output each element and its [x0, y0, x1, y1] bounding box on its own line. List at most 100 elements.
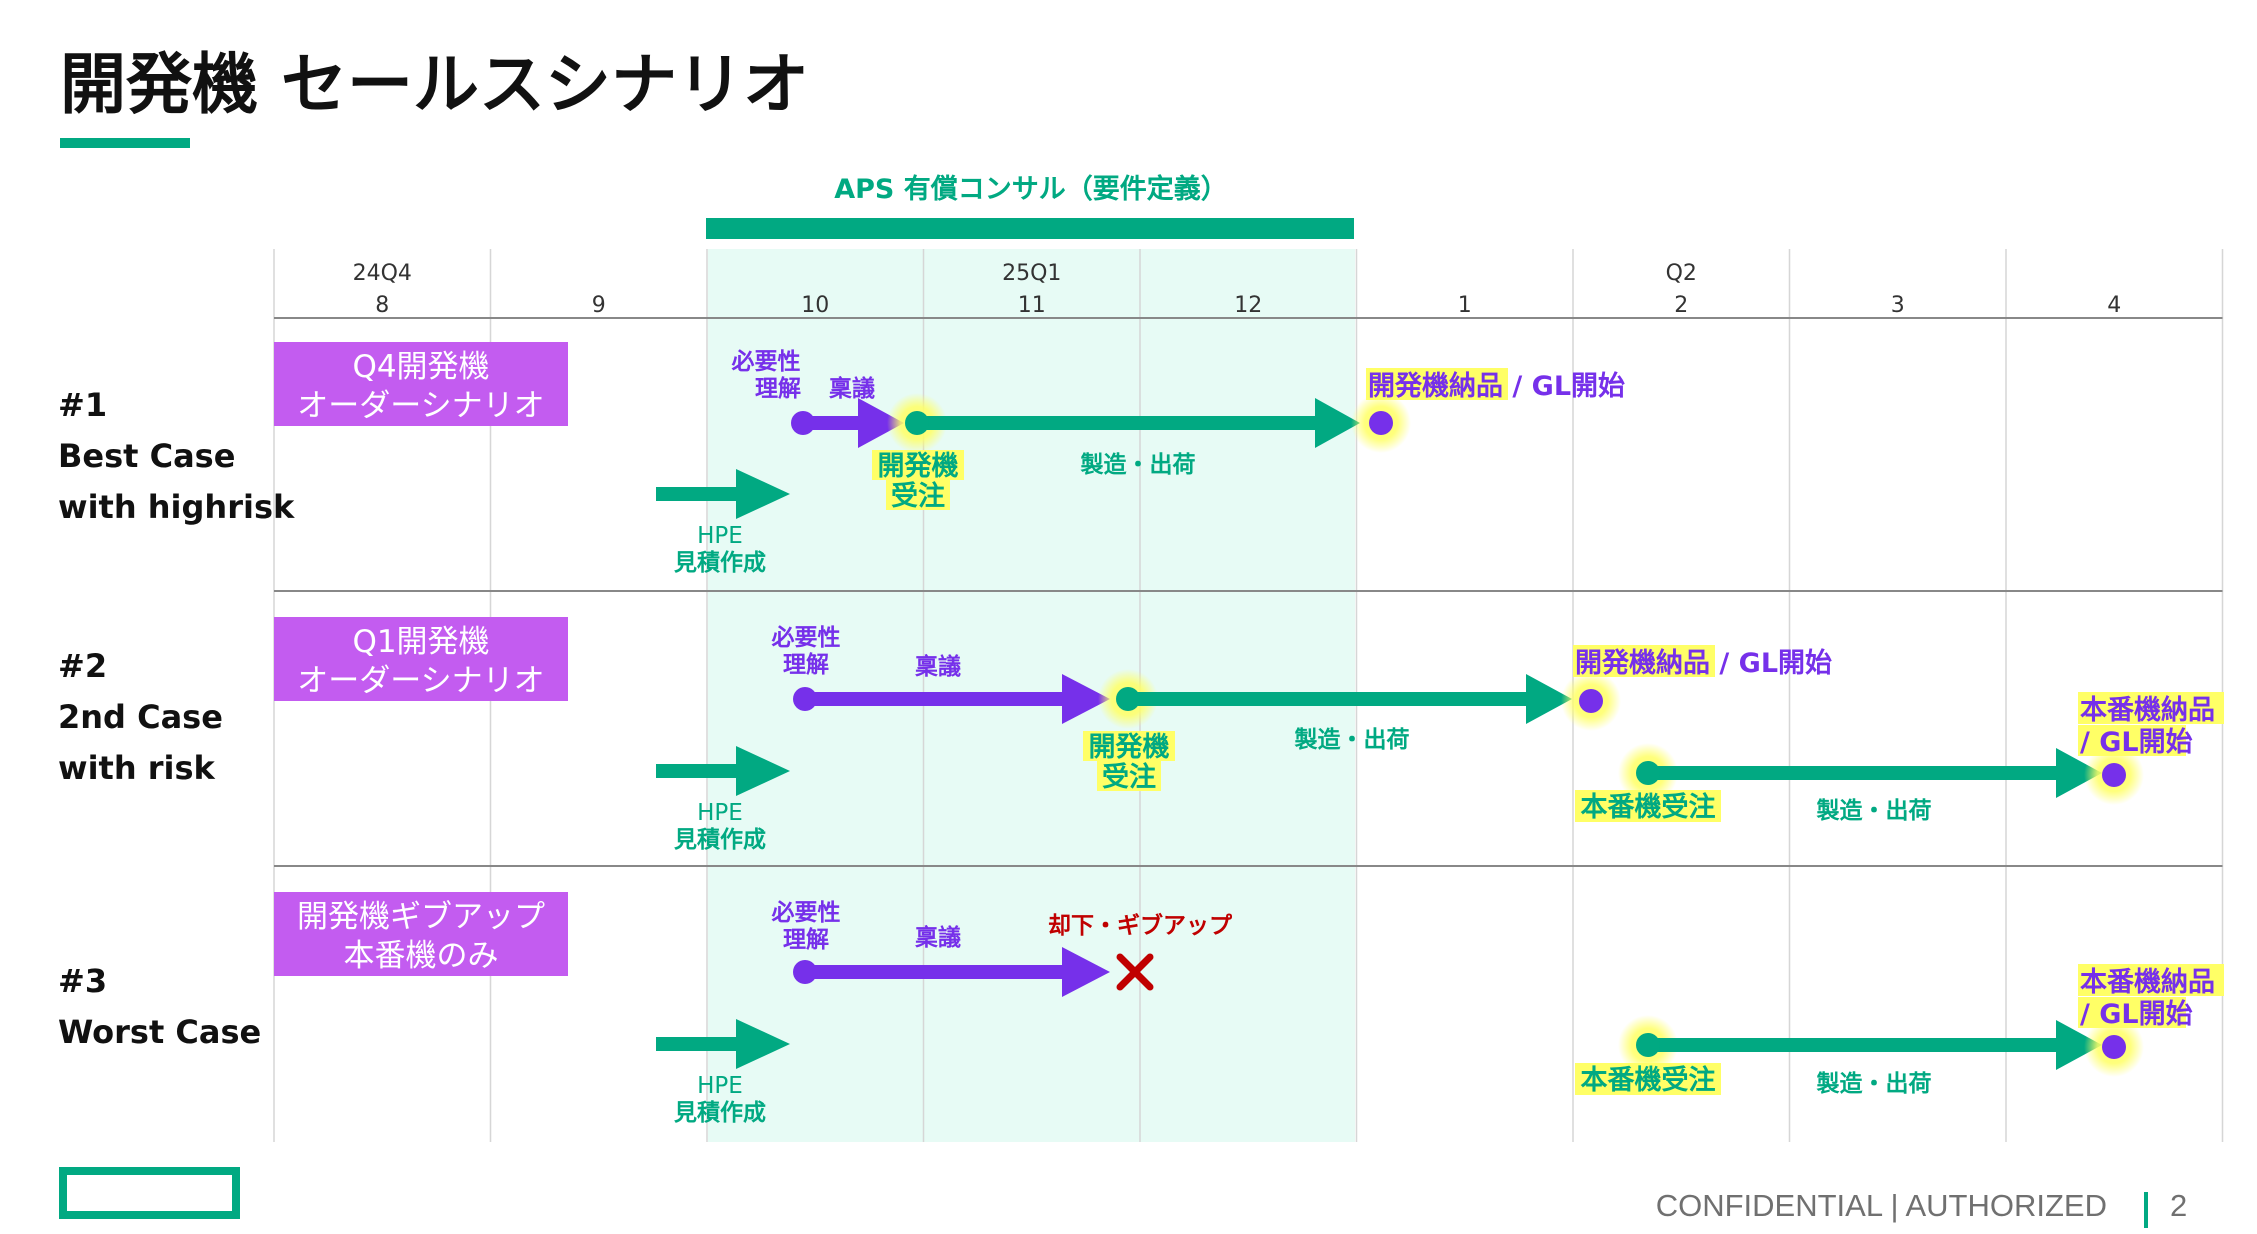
scenario-1-order-line1: 開発機	[878, 451, 959, 482]
scenario-2-hpe-line2: 見積作成	[674, 827, 766, 853]
title-underline	[60, 138, 190, 148]
scenario-2-prod-delivery-line2: / GL開始	[2080, 726, 2193, 758]
month-label: 1	[1458, 293, 1472, 318]
scenario-2-name-line1: 2nd Case	[58, 698, 223, 736]
scenario-3-prod-order-highlight	[1575, 1063, 1721, 1095]
scenario-3-need-line1: 必要性	[772, 899, 841, 926]
scenario-2-need-dot	[793, 687, 817, 711]
scenario-3-prod-delivery-dot	[2102, 1035, 2126, 1059]
hpe-logo	[59, 1167, 240, 1219]
scenario-1-tag-line1: Q4開発機	[352, 349, 489, 385]
scenario-1: #1 Best Case with highrisk Q4開発機 オーダーシナリ…	[58, 342, 1625, 576]
scenario-1-order-highlight-1	[872, 450, 964, 480]
month-label: 9	[592, 293, 606, 318]
scenario-2-prod-delivery-highlight-2	[2078, 725, 2186, 756]
scenario-2-order-highlight-1	[1083, 731, 1175, 761]
scenario-2-delivery-rest: / GL開始	[1710, 647, 1832, 679]
scenario-2-delivery-dot	[1579, 689, 1603, 713]
scenario-2-order-dot	[1116, 687, 1140, 711]
scenario-1-mfg-arrow-shaft	[917, 416, 1319, 430]
month-label: 8	[375, 293, 389, 318]
scenario-2-delivery-highlight	[1573, 645, 1715, 677]
scenario-3-prod-delivery-line2: / GL開始	[2080, 998, 2193, 1030]
consult-label: APS 有償コンサル（要件定義）	[834, 173, 1228, 205]
scenario-3-hpe-arrow-shaft	[656, 1037, 736, 1051]
quarter-label: 25Q1	[1002, 261, 1061, 286]
scenario-2-ringi: 稟議	[915, 653, 961, 680]
scenario-1-delivery-highlight	[1366, 368, 1508, 400]
footer-separator	[2144, 1192, 2148, 1228]
scenario-1-name-line2: with highrisk	[58, 488, 295, 526]
consult-bar	[706, 218, 1354, 239]
scenario-3-ringi: 稟議	[915, 924, 961, 951]
scenario-3-tag-line1: 開発機ギブアップ	[297, 899, 545, 935]
footer-confidential: CONFIDENTIAL | AUTHORIZED	[1655, 1188, 2107, 1223]
scenario-3-prod-delivery-highlight-1	[2078, 964, 2224, 996]
scenario-2-prod-delivery-dot	[2102, 763, 2126, 787]
scenario-2-prod-order-highlight	[1575, 790, 1721, 822]
scenario-3-prod-delivery-line1: 本番機納品	[2080, 966, 2215, 998]
month-label: 4	[2107, 293, 2121, 318]
month-label: 11	[1018, 293, 1046, 318]
scenario-2-hpe-arrow-head	[736, 746, 790, 796]
page-number: 2	[2170, 1188, 2188, 1223]
scenario-1-ringi-arrow-shaft	[805, 416, 860, 430]
month-label: 2	[1674, 293, 1688, 318]
scenario-1-hpe-arrow-head	[736, 469, 790, 519]
quarter-label: 24Q4	[353, 261, 412, 286]
scenario-2-order-highlight-2	[1097, 761, 1161, 791]
scenario-3-tag-line2: 本番機のみ	[344, 938, 499, 974]
month-label: 12	[1234, 293, 1262, 318]
scenario-3-prod-mfg: 製造・出荷	[1816, 1070, 1932, 1097]
scenario-1-need-dot	[791, 411, 815, 435]
scenario-2-prod-mfg: 製造・出荷	[1816, 797, 1932, 824]
scenario-2: #2 2nd Case with risk Q1開発機 オーダーシナリオ HPE…	[58, 617, 2224, 853]
scenario-3-reject: 却下・ギブアップ	[1048, 912, 1233, 939]
month-label: 10	[801, 293, 829, 318]
scenario-2-hpe-line1: HPE	[697, 800, 743, 826]
scenario-3-hpe-arrow-head	[736, 1019, 790, 1069]
scenario-2-tag-line1: Q1開発機	[352, 624, 489, 660]
scenario-1-need-line1: 必要性	[732, 348, 801, 375]
scenario-3-prod-order-dot	[1636, 1033, 1660, 1057]
scenario-1-order-dot	[905, 411, 929, 435]
scenario-2-ringi-arrow-head	[1062, 674, 1110, 724]
scenario-1-need-line2: 理解	[755, 375, 801, 402]
scenario-3-need-line2: 理解	[783, 926, 829, 953]
scenario-3-ringi-arrow-head	[1062, 947, 1110, 997]
scenario-2-order-line2: 受注	[1102, 761, 1156, 793]
scenario-2-mfg-arrow-head	[1526, 674, 1572, 724]
scenario-1-ringi-arrow-head	[858, 398, 904, 448]
scenario-2-prod-delivery-highlight-1	[2078, 692, 2224, 724]
scenario-2-mfg-arrow-shaft	[1128, 692, 1530, 706]
scenario-1-delivery-dot	[1369, 411, 1393, 435]
scenario-3-prod-order: 本番機受注	[1581, 1064, 1716, 1096]
scenario-3-prod-delivery-highlight-2	[2078, 997, 2186, 1028]
quarter-label: Q2	[1666, 261, 1697, 286]
scenario-3-hpe-line2: 見積作成	[674, 1100, 766, 1126]
scenario-1-order-highlight-2	[886, 480, 950, 510]
scenario-2-ringi-arrow-shaft	[805, 692, 1065, 706]
scenario-2-id: #2	[58, 647, 107, 685]
scenario-3-name-line1: Worst Case	[58, 1013, 261, 1051]
scenario-1-delivery: 開発機納品 / GL開始	[1368, 370, 1625, 402]
scenario-1-name-line1: Best Case	[58, 437, 235, 475]
scenario-2-hpe-arrow-shaft	[656, 764, 736, 778]
scenario-2-mfg: 製造・出荷	[1294, 726, 1410, 753]
scenario-3-tag	[274, 892, 568, 976]
scenario-2-tag-line2: オーダーシナリオ	[297, 663, 544, 699]
scenario-2-prod-delivery-line1: 本番機納品	[2080, 694, 2215, 726]
scenario-1-hpe-line1: HPE	[697, 523, 743, 549]
scenario-2-prod-arrow-head	[2056, 748, 2102, 798]
scenario-1-tag	[274, 342, 568, 426]
scenario-2-delivery: 開発機納品 / GL開始	[1575, 647, 1832, 679]
scenario-1-hpe-line2: 見積作成	[674, 550, 766, 576]
scenario-1-mfg-arrow-head	[1315, 398, 1360, 448]
scenario-3-ringi-arrow-shaft	[805, 965, 1065, 979]
scenario-1-id: #1	[58, 386, 107, 424]
scenario-1-mfg: 製造・出荷	[1080, 451, 1196, 478]
scenario-1-hpe-arrow-shaft	[656, 487, 736, 501]
scenario-2-name-line2: with risk	[58, 749, 216, 787]
page-title: 開発機 セールスシナリオ	[60, 46, 809, 123]
